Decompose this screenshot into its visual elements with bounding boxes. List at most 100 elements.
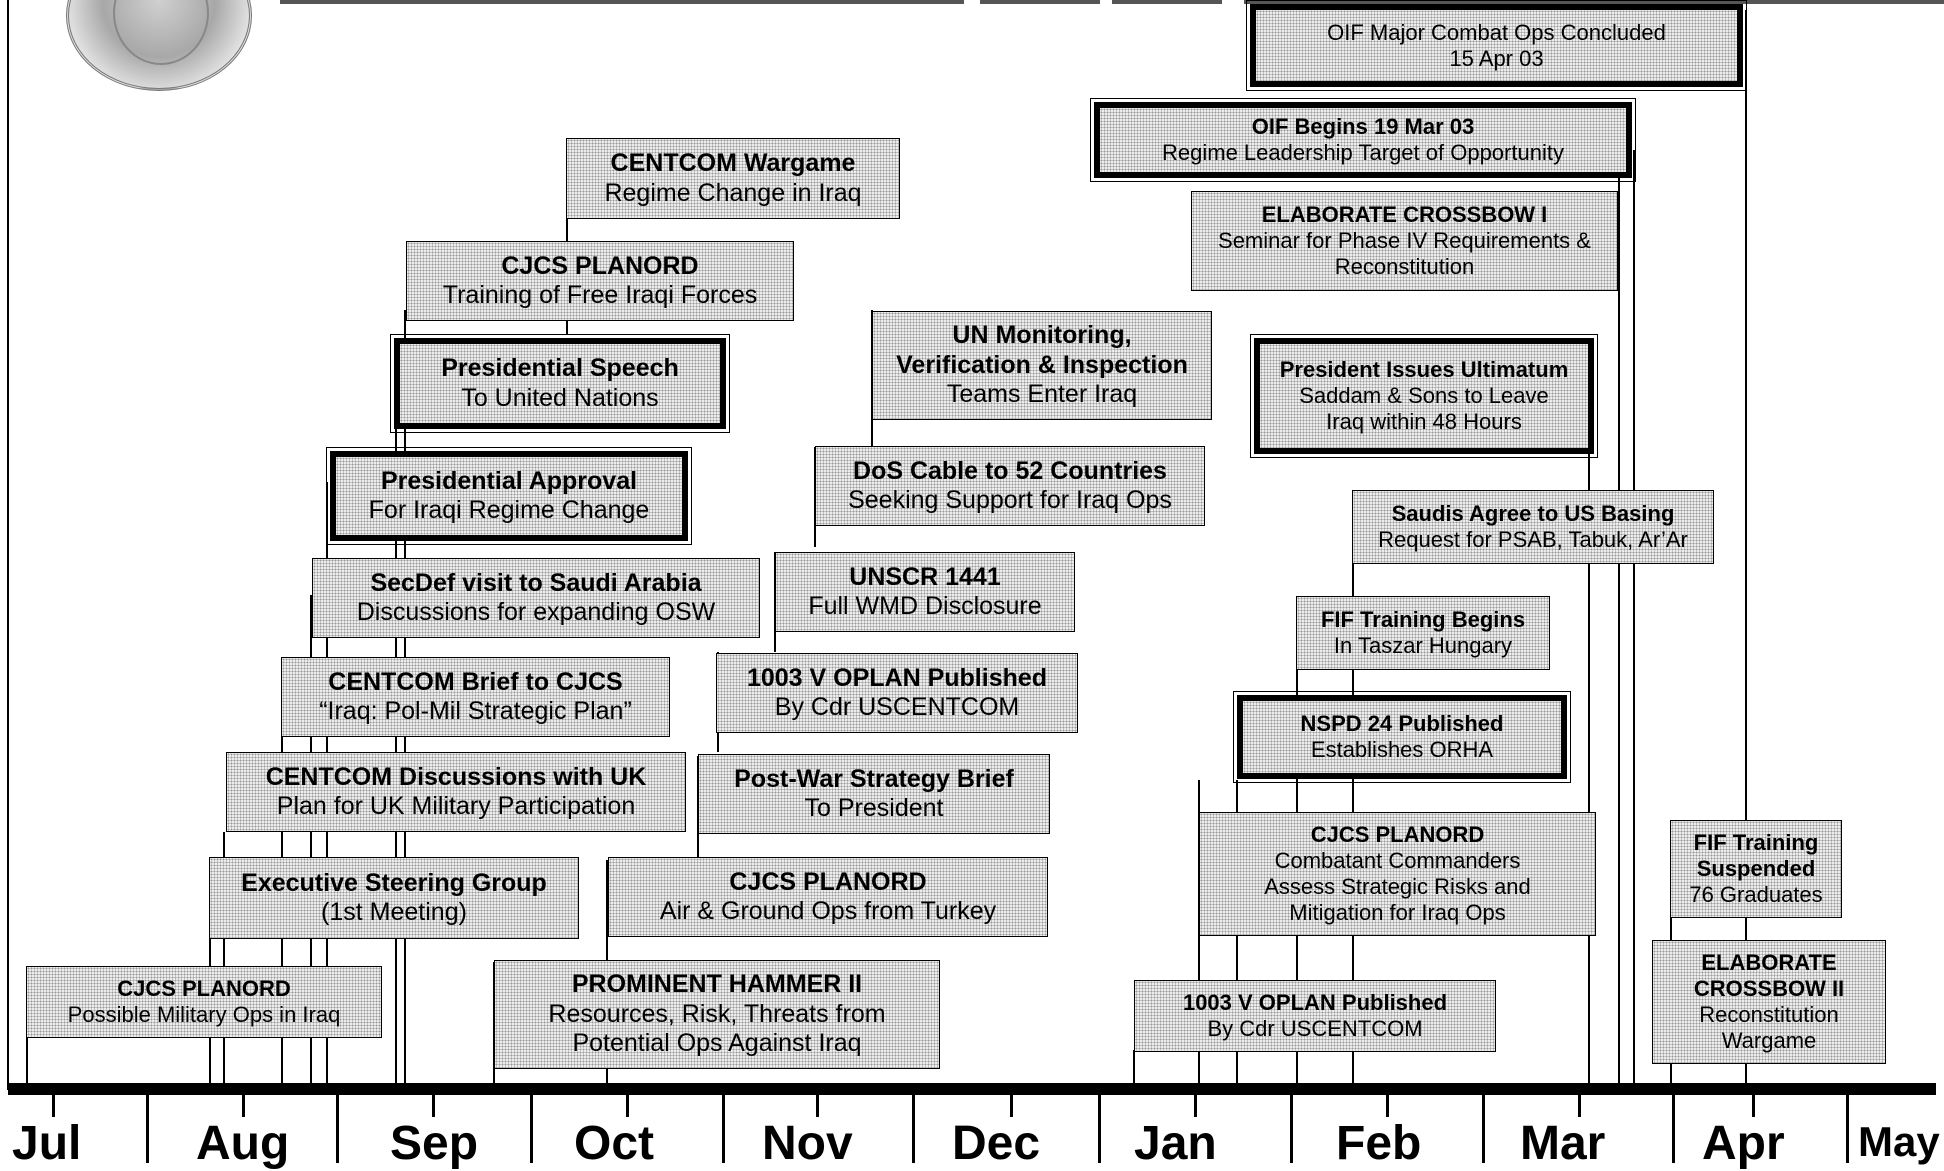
event-title: CJCS PLANORD — [729, 867, 927, 896]
connector-line — [1633, 150, 1635, 1086]
event-detail: Seeking Support for Iraq Ops — [848, 486, 1172, 514]
event-saudis-agree-basing: Saudis Agree to US Basing Request for PS… — [1352, 490, 1714, 564]
month-label-jan: Jan — [1134, 1117, 1217, 1170]
month-label-dec: Dec — [952, 1117, 1041, 1170]
event-detail: By Cdr USCENTCOM — [1207, 1016, 1423, 1041]
event-title: UNSCR 1441 — [849, 562, 1001, 591]
event-detail: By Cdr USCENTCOM — [774, 693, 1020, 721]
event-title: 1003 V OPLAN Published — [1182, 990, 1448, 1016]
event-title: OIF Begins 19 Mar 03 — [1251, 114, 1475, 140]
month-divider — [530, 1095, 533, 1163]
event-detail: “Iraq: Pol-Mil Strategic Plan” — [319, 697, 632, 725]
month-label-oct: Oct — [574, 1117, 655, 1170]
event-un-monitoring: UN Monitoring, Verification & Inspection… — [872, 311, 1212, 420]
event-detail: Establishes ORHA — [1310, 737, 1494, 762]
event-title: CJCS PLANORD — [1310, 822, 1485, 848]
month-divider — [1098, 1095, 1101, 1163]
connector-line — [1133, 1050, 1135, 1086]
event-title: President Issues Ultimatum — [1279, 357, 1569, 383]
month-label-feb: Feb — [1336, 1117, 1422, 1170]
mid-month-tick — [432, 1095, 435, 1117]
event-detail: Reconstitution Wargame — [1699, 1002, 1839, 1053]
event-detail: In Taszar Hungary — [1333, 633, 1513, 658]
event-unscr-1441: UNSCR 1441 Full WMD Disclosure — [775, 552, 1075, 632]
event-fif-training-suspended: FIF Training Suspended 76 Graduates — [1670, 820, 1842, 918]
event-presidential-speech: Presidential Speech To United Nations — [390, 334, 730, 433]
connector-line — [1588, 418, 1590, 1086]
event-presidential-approval: Presidential Approval For Iraqi Regime C… — [326, 447, 692, 545]
event-detail: Resources, Risk, Threats from Potential … — [548, 999, 886, 1058]
event-detail: 15 Apr 03 — [1449, 45, 1544, 71]
event-title: CENTCOM Wargame — [610, 149, 856, 177]
mid-month-tick — [1010, 1095, 1013, 1117]
event-title: FIF Training Suspended — [1693, 830, 1819, 882]
event-title: ELABORATE CROSSBOW II — [1693, 950, 1845, 1002]
event-detail: Air & Ground Ops from Turkey — [659, 897, 997, 925]
event-centcom-uk-discussions: CENTCOM Discussions with UK Plan for UK … — [226, 752, 686, 832]
connector-line — [1618, 178, 1620, 1086]
mid-month-tick — [1578, 1095, 1581, 1117]
month-label-sep: Sep — [390, 1117, 479, 1170]
event-oplan-published-jan: 1003 V OPLAN Published By Cdr USCENTCOM — [1134, 980, 1496, 1052]
event-elaborate-crossbow-2: ELABORATE CROSSBOW II Reconstitution War… — [1652, 940, 1886, 1064]
event-detail: (1st Meeting) — [321, 898, 467, 926]
left-frame-line — [7, 0, 9, 1090]
month-label-aug: Aug — [196, 1117, 290, 1170]
event-title: CENTCOM Brief to CJCS — [328, 667, 623, 696]
event-title: FIF Training Begins — [1320, 607, 1526, 633]
event-title: Presidential Approval — [380, 466, 638, 495]
mid-month-tick — [1194, 1095, 1197, 1117]
month-divider — [912, 1095, 915, 1163]
event-detail: Discussions for expanding OSW — [356, 598, 716, 626]
month-divider — [336, 1095, 339, 1163]
month-divider — [1482, 1095, 1485, 1163]
mid-month-tick — [626, 1095, 629, 1117]
connector-line — [1745, 10, 1747, 1086]
event-executive-steering-group: Executive Steering Group (1st Meeting) — [209, 857, 579, 939]
event-title: CJCS PLANORD — [501, 251, 699, 280]
event-president-ultimatum: President Issues Ultimatum Saddam & Sons… — [1250, 334, 1598, 458]
event-nspd-24-published: NSPD 24 Published Establishes ORHA — [1233, 691, 1571, 783]
connector-line — [223, 832, 225, 1086]
event-fif-training-begins: FIF Training Begins In Taszar Hungary — [1296, 596, 1550, 670]
month-divider — [146, 1095, 149, 1163]
month-label-jul: Jul — [12, 1117, 82, 1170]
event-prominent-hammer-2: PROMINENT HAMMER II Resources, Risk, Thr… — [494, 960, 940, 1069]
event-cjcs-planord-turkey: CJCS PLANORD Air & Ground Ops from Turke… — [608, 857, 1048, 937]
event-title: 1003 V OPLAN Published — [746, 663, 1048, 692]
event-title: Post-War Strategy Brief — [734, 764, 1014, 793]
event-detail: Saddam & Sons to Leave Iraq within 48 Ho… — [1299, 383, 1549, 434]
month-label-nov: Nov — [762, 1117, 853, 1170]
event-detail: Seminar for Phase IV Requirements & Reco… — [1218, 228, 1591, 279]
event-centcom-brief-cjcs: CENTCOM Brief to CJCS “Iraq: Pol-Mil Str… — [281, 657, 670, 737]
header-bar-fragment — [980, 0, 1100, 4]
connector-line — [566, 138, 568, 334]
event-title: UN Monitoring, Verification & Inspection — [896, 321, 1188, 379]
event-title: OIF Major Combat Ops Concluded — [1327, 19, 1666, 45]
event-title: NSPD 24 Published — [1300, 711, 1504, 737]
event-detail: To United Nations — [461, 383, 659, 412]
event-cjcs-planord-commanders: CJCS PLANORD Combatant Commanders Assess… — [1199, 812, 1596, 936]
timeline-axis — [8, 1083, 1936, 1095]
event-title: Saudis Agree to US Basing — [1391, 501, 1675, 527]
month-divider — [1290, 1095, 1293, 1163]
month-label-mar: Mar — [1520, 1117, 1606, 1170]
connector-line — [26, 1036, 28, 1086]
month-divider — [1846, 1095, 1849, 1163]
connector-line — [1352, 520, 1354, 1086]
mid-month-tick — [816, 1095, 819, 1117]
event-detail: For Iraqi Regime Change — [368, 496, 650, 524]
event-title: DoS Cable to 52 Countries — [853, 456, 1167, 485]
header-bar-fragment — [1112, 0, 1222, 4]
event-title: CJCS PLANORD — [117, 976, 291, 1002]
header-bar-fragment — [280, 0, 964, 4]
connector-line — [310, 595, 312, 1086]
event-detail: Regime Change in Iraq — [604, 178, 862, 207]
mid-month-tick — [1386, 1095, 1389, 1117]
month-divider — [722, 1095, 725, 1163]
event-cjcs-planord-fif: CJCS PLANORD Training of Free Iraqi Forc… — [406, 241, 794, 321]
event-elaborate-crossbow-1: ELABORATE CROSSBOW I Seminar for Phase I… — [1191, 191, 1618, 291]
joint-chiefs-seal — [66, 0, 252, 91]
event-oif-combat-concluded: OIF Major Combat Ops Concluded 15 Apr 03 — [1246, 0, 1747, 91]
